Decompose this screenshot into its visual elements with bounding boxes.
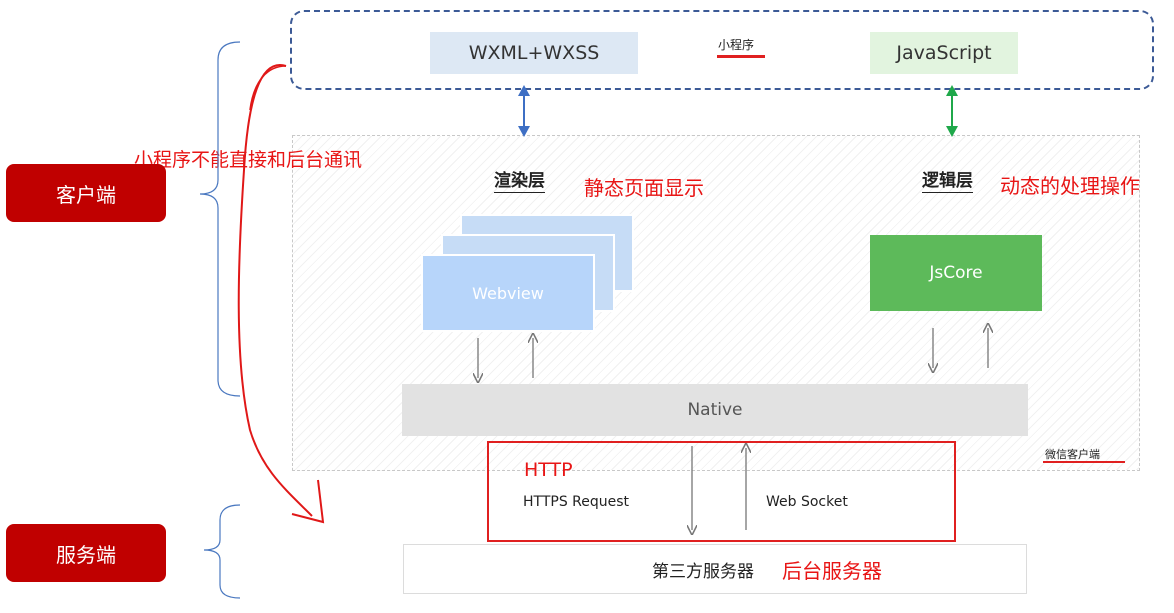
mini-program-label: 小程序	[718, 38, 755, 52]
native-bar: Native	[402, 384, 1028, 436]
web-socket-label: Web Socket	[766, 494, 848, 510]
jscore-native-arrows	[933, 328, 988, 368]
mini-program-underline	[717, 55, 765, 58]
no-direct-comm-note: 小程序不能直接和后台通讯	[134, 149, 363, 171]
wechat-client-underline	[1043, 461, 1125, 463]
jscore-block: JsCore	[870, 235, 1042, 311]
webview-card: Webview	[421, 254, 595, 332]
wxml-wxss-tag: WXML+WXSS	[430, 32, 638, 74]
backend-server-note: 后台服务器	[782, 558, 882, 583]
mini-program-box	[290, 10, 1154, 90]
green-double-arrow	[946, 85, 958, 137]
client-side-label: 客户端	[6, 164, 166, 222]
server-brace	[203, 504, 241, 599]
hand-drawn-line	[237, 64, 313, 517]
https-request-label: HTTPS Request	[523, 494, 630, 510]
server-side-label: 服务端	[6, 524, 166, 582]
render-layer-note: 静态页面显示	[584, 176, 704, 200]
client-brace	[199, 41, 241, 397]
render-layer-title: 渲染层	[494, 171, 545, 193]
javascript-tag: JavaScript	[870, 32, 1018, 74]
hand-drawn-arrowhead	[291, 479, 325, 524]
blue-double-arrow	[518, 85, 530, 137]
hand-drawn-stroke	[249, 65, 287, 111]
third-party-server-box: 第三方服务器 后台服务器	[403, 544, 1027, 594]
logic-layer-title: 逻辑层	[922, 171, 973, 193]
third-party-server-label: 第三方服务器	[652, 561, 754, 582]
wechat-client-label: 微信客户端	[1045, 448, 1100, 461]
http-label: HTTP	[524, 459, 573, 481]
webview-native-arrows	[478, 338, 533, 378]
http-box	[487, 441, 956, 542]
logic-layer-note: 动态的处理操作	[1000, 174, 1140, 198]
http-arrows	[692, 446, 746, 530]
